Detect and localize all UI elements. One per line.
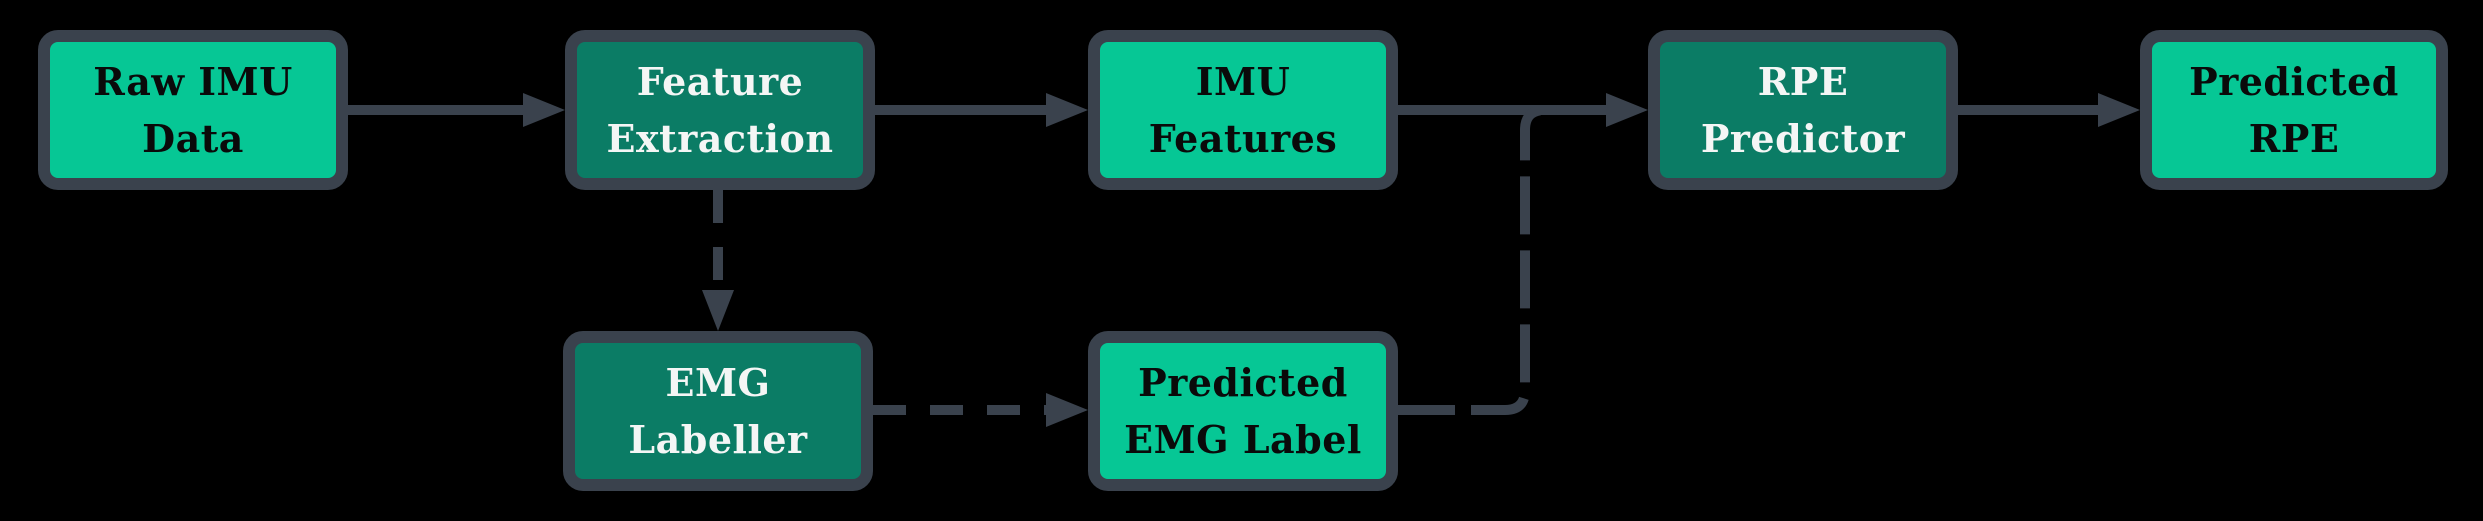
arrowhead-rpe-predictor: [1606, 93, 1648, 127]
node-rpe-predictor-line1: RPE: [1757, 59, 1849, 104]
node-feature-extraction-line1: Feature: [636, 59, 804, 104]
node-predicted-emg-label-line1: Predicted: [1138, 360, 1348, 405]
arrowhead-imu-features: [1046, 93, 1088, 127]
node-predicted-emg-label: Predicted EMG Label: [1088, 331, 1398, 491]
edge-predicted-emg-label-feedback: [1397, 105, 1566, 415]
node-imu-features: IMU Features: [1088, 30, 1398, 190]
node-predicted-rpe-line2: RPE: [2248, 116, 2340, 161]
node-rpe-predictor-line2: Predictor: [1700, 116, 1906, 161]
node-raw-imu-data: Raw IMU Data: [38, 30, 348, 190]
node-predicted-emg-label-line2: EMG Label: [1124, 417, 1362, 462]
node-raw-imu-data-line2: Data: [142, 116, 244, 161]
node-raw-imu-data-line1: Raw IMU: [93, 59, 293, 104]
node-feature-extraction-line2: Extraction: [606, 116, 834, 161]
node-predicted-rpe: Predicted RPE: [2140, 30, 2448, 190]
node-predicted-rpe-line1: Predicted: [2189, 59, 2399, 104]
node-emg-labeller-line2: Labeller: [628, 417, 808, 462]
node-emg-labeller-line1: EMG: [665, 360, 771, 405]
node-emg-labeller: EMG Labeller: [563, 331, 873, 491]
node-feature-extraction: Feature Extraction: [565, 30, 875, 190]
arrowhead-predicted-rpe: [2098, 93, 2140, 127]
arrowhead-feature-extraction: [523, 93, 565, 127]
arrowhead-predicted-emg-label: [1046, 393, 1088, 427]
node-rpe-predictor: RPE Predictor: [1648, 30, 1958, 190]
node-imu-features-line1: IMU: [1195, 59, 1291, 104]
arrowhead-emg-labeller: [702, 290, 734, 331]
node-imu-features-line2: Features: [1148, 116, 1338, 161]
